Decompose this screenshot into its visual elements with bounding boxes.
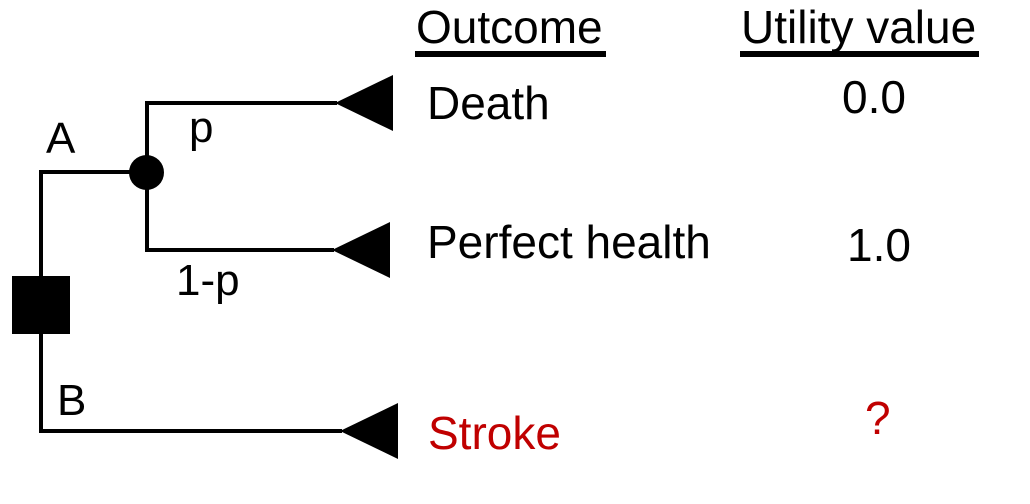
trunk-lower-vertical-line [39, 330, 43, 433]
outcome-column-header: Outcome [415, 4, 606, 57]
outcome-label-stroke: Stroke [428, 407, 561, 459]
utility-column-header: Utility value [740, 4, 980, 57]
utility-value-perfect-health: 1.0 [847, 219, 911, 271]
branch-a-label: A [46, 114, 76, 163]
utility-column-header-wrap: Utility value [740, 4, 980, 57]
probability-p-label: p [189, 103, 214, 152]
decision-node-icon [12, 276, 70, 334]
terminal-node-icon-stroke [340, 403, 398, 459]
chance-node-icon [129, 155, 164, 190]
trunk-upper-vertical-line [39, 170, 43, 278]
utility-value-death: 0.0 [842, 71, 906, 123]
outcome-column-header-wrap: Outcome [415, 4, 606, 57]
probability-p-vertical-line [145, 101, 149, 173]
terminal-node-icon-death [335, 75, 393, 131]
branch-a-horizontal-line [39, 170, 147, 174]
branch-b-label: B [57, 376, 87, 425]
probability-1-p-horizontal-line [145, 248, 334, 252]
probability-1-p-vertical-line [145, 172, 149, 252]
outcome-label-death: Death [427, 77, 550, 129]
probability-1-p-label: 1-p [176, 256, 240, 305]
terminal-node-icon-perfect-health [332, 222, 390, 278]
probability-p-horizontal-line [145, 101, 337, 105]
utility-value-stroke: ? [865, 392, 891, 444]
outcome-label-perfect-health: Perfect health [427, 216, 711, 268]
branch-b-horizontal-line [39, 429, 342, 433]
